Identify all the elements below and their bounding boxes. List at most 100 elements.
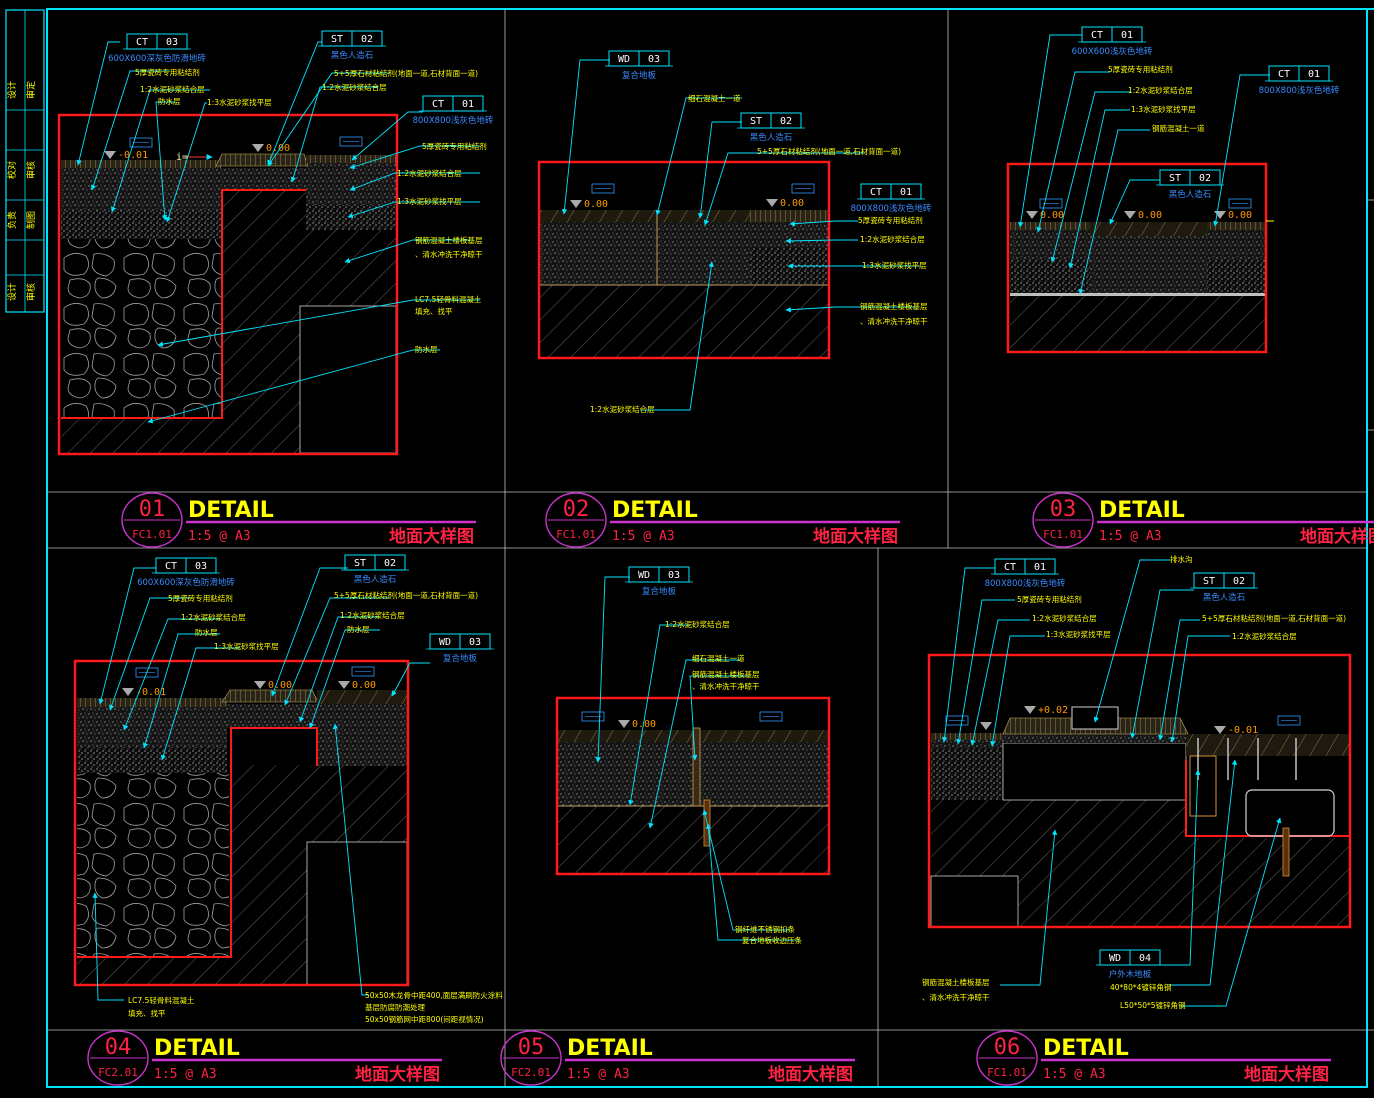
mortar-right: [1207, 230, 1266, 260]
screed-left: [931, 748, 1003, 800]
layer-note: 防水层: [195, 627, 218, 637]
drain-cover: [1071, 706, 1119, 730]
tag-num: 04: [1139, 953, 1151, 964]
mortar-mid: [216, 168, 306, 190]
leader-line: [703, 152, 865, 226]
membrane: [1010, 293, 1266, 296]
leader-line: [347, 201, 480, 219]
detail-cn-title: 地面大样图: [355, 1064, 440, 1085]
detail-number: 06: [994, 1035, 1021, 1060]
detail-ref: FC1.01: [987, 1066, 1027, 1079]
mortar-right: [306, 163, 396, 205]
leader-line: [142, 633, 220, 749]
layer-note: LC7.5轻骨料混凝土: [128, 995, 195, 1005]
layer-note: 5厚瓷砖专用粘结剂: [1017, 594, 1082, 604]
tag-num: 03: [166, 37, 178, 48]
detail-cn-title: 地面大样图: [1300, 526, 1374, 547]
layer-note: 1:2水泥砂浆结合层: [1032, 613, 1097, 623]
detail-ref: FC1.01: [1043, 528, 1083, 541]
tag-spec: 800X800浅灰色地砖: [851, 203, 932, 214]
leader-line: [1050, 91, 1130, 263]
detail-bubble: [1032, 492, 1094, 548]
leader-line: [271, 567, 348, 697]
tag-spec: 黑色人造石: [354, 574, 397, 585]
layer-note: 、清水冲洗干净晾干: [692, 681, 760, 691]
level-triangle: [254, 681, 266, 689]
tag-spec: 户外木地板: [1109, 969, 1152, 980]
room-label-box: [791, 183, 815, 194]
stone-threshold: [221, 689, 319, 703]
leader-line: [267, 41, 322, 166]
channel-block: [1002, 742, 1187, 801]
layer-note: 5厚瓷砖专用粘结剂: [135, 67, 200, 77]
tag-num: 01: [462, 99, 474, 110]
leader-line: [561, 59, 610, 215]
detail-label: DETAIL: [1043, 1036, 1129, 1061]
leader-line: [1068, 109, 1130, 269]
tag-code: ST: [750, 116, 762, 127]
screed-left: [61, 211, 221, 239]
drain-pipe: [1245, 789, 1335, 837]
level-triangle: [1026, 211, 1038, 219]
detail-scale: 1:5 @ A3: [188, 529, 251, 544]
level-triangle: [1214, 211, 1226, 219]
leader-line: [1130, 589, 1194, 739]
tag-num: 02: [1233, 576, 1245, 587]
title-block-cell: 制图: [25, 211, 37, 229]
detail-label: DETAIL: [1099, 498, 1185, 523]
room-label-box: [759, 711, 783, 722]
level-triangle: [1214, 726, 1226, 734]
leader-line: [344, 239, 470, 264]
concrete-slab: [1010, 296, 1266, 352]
leader-line: [1170, 759, 1238, 986]
stone-fill: [77, 771, 229, 957]
leader-line: [109, 597, 190, 711]
layer-note: L50*50*5镀锌角钢: [1120, 1000, 1186, 1010]
waterproof-line: [61, 189, 306, 419]
detail-scale: 1:5 @ A3: [1099, 529, 1162, 544]
detail-scale: 1:5 @ A3: [567, 1067, 630, 1082]
room-label-box: [1039, 198, 1063, 209]
room-label-box: [1277, 715, 1301, 726]
leader-line: [160, 647, 240, 761]
tag-code: ST: [354, 558, 366, 569]
screed-right: [306, 205, 396, 230]
layer-note: 防水层: [158, 96, 181, 106]
title-block-cell: 审核: [25, 283, 37, 301]
title-block-cell: 负责: [6, 211, 18, 229]
level-label: -0.01: [136, 687, 166, 698]
stone-mid: [1090, 222, 1207, 236]
tag-spec: 600X600深灰色防滑地砖: [108, 53, 206, 64]
room-label-box: [135, 667, 159, 678]
detail-outline: [927, 653, 1352, 929]
stone-fill: [61, 230, 222, 418]
tag-num: 01: [1034, 562, 1046, 573]
outdoor-wood: [1186, 734, 1349, 756]
leader-line: [284, 597, 390, 706]
layer-note: 50x50木龙骨中距400,面层满刷防火涂料: [365, 990, 503, 1000]
leader-line: [956, 599, 1015, 745]
layer-note: 5厚瓷砖专用粘结剂: [422, 141, 487, 151]
leader-line: [1170, 635, 1230, 743]
detail-scale: 1:5 @ A3: [154, 1067, 217, 1082]
wood-floor: [317, 690, 407, 704]
leader-line: [628, 624, 690, 806]
leader-line: [90, 70, 170, 191]
screed-right: [750, 248, 828, 285]
mortar-mid: [1003, 734, 1186, 743]
wood-floor: [540, 210, 750, 222]
tag-num: 02: [1199, 173, 1211, 184]
tile-left: [61, 160, 221, 168]
leader-line: [1093, 559, 1170, 723]
steel-angle-left: [1189, 755, 1217, 817]
layer-note: 1:2水泥砂浆结合层: [590, 404, 655, 414]
layer-note: 40*80*4镀锌角钢: [1110, 982, 1171, 992]
layer-note: 1:2水泥砂浆结合层: [340, 610, 405, 620]
leader-line: [92, 892, 124, 1001]
detail-scale: 1:5 @ A3: [612, 529, 675, 544]
waterproof-line: [77, 727, 318, 958]
layer-note: 5+5厚石材粘结剂(地面一道,石材背面一道): [757, 146, 901, 156]
tag-spec: 黑色人造石: [331, 50, 374, 61]
title-block-cell: 设计: [6, 283, 18, 301]
